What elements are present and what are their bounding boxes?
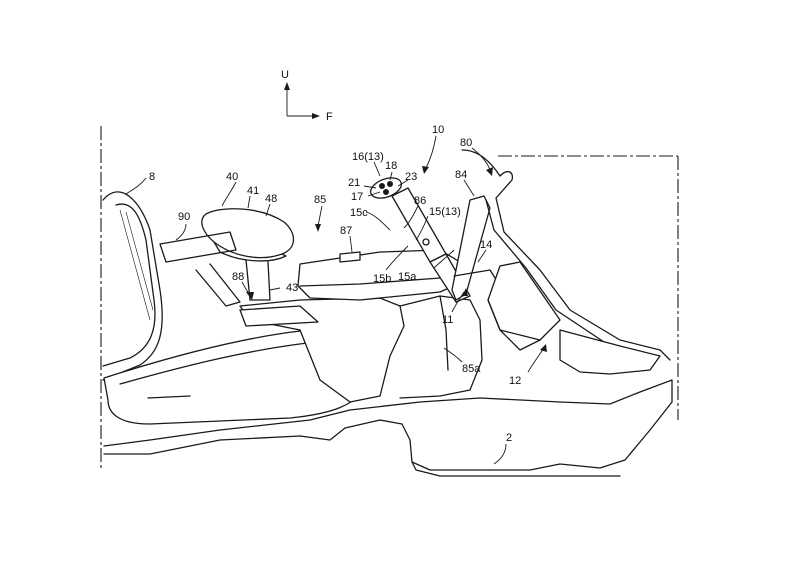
label-41: 41 [247,185,259,197]
label-87: 87 [340,225,352,237]
frame-lines [100,126,679,470]
label-80: 80 [460,137,472,149]
label-21: 21 [348,177,360,189]
axis-indicator: U F [281,69,333,123]
label-16: 16(13) [352,151,384,163]
label-17: 17 [351,191,363,203]
label-15b: 15b [373,273,391,285]
label-40: 40 [226,171,238,183]
label-15c: 15c [350,207,368,219]
reference-numerals: 8 40 41 48 90 43 88 85 87 16(13) 18 21 2… [149,124,521,444]
label-2: 2 [506,432,512,444]
column-bracket [451,195,561,351]
label-14: 14 [480,239,492,251]
label-85a: 85a [462,363,481,375]
axis-forward-label: F [326,111,333,123]
floor-frame [103,379,673,477]
armrest [201,208,295,301]
label-90: 90 [178,211,190,223]
support-arm [159,231,319,327]
label-11: 11 [442,314,453,326]
label-85: 85 [314,194,326,206]
label-48: 48 [265,193,277,205]
label-23: 23 [405,171,417,183]
label-12: 12 [509,375,521,387]
label-43: 43 [286,282,298,294]
axis-up-label: U [281,69,289,81]
seat-back [102,191,163,381]
label-84: 84 [455,169,467,181]
label-15a: 15a [398,271,417,283]
label-8: 8 [149,171,155,183]
label-86: 86 [414,195,426,207]
dashboard [461,149,671,375]
leader-lines [125,135,547,465]
label-18: 18 [385,160,397,172]
label-15: 15(13) [429,206,461,218]
console-lower-panel [399,295,483,399]
label-88: 88 [232,271,244,283]
label-10: 10 [432,124,444,136]
